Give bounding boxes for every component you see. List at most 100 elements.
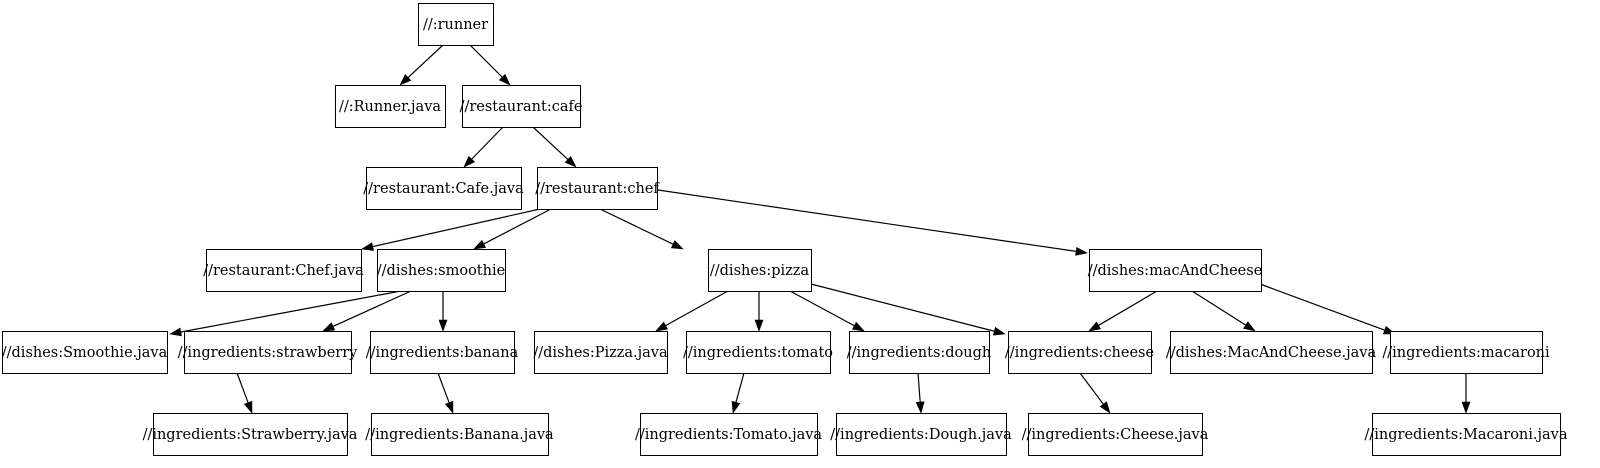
graph-node-macaroni[interactable]: //ingredients:macaroni [1382, 331, 1550, 374]
graph-edge [469, 44, 511, 86]
node-box[interactable] [1028, 413, 1203, 456]
graph-node-tomato[interactable]: //ingredients:tomato [683, 331, 833, 374]
node-label: //ingredients:Tomato.java [635, 427, 822, 443]
graph-edge [1088, 290, 1158, 332]
node-box[interactable] [370, 331, 515, 374]
graph-node-restaurant-chef[interactable]: //restaurant:chef [535, 167, 660, 210]
graph-node-strawberry[interactable]: //ingredients:strawberry [178, 331, 359, 374]
graph-edge [236, 372, 253, 414]
node-box[interactable] [377, 249, 506, 292]
edge-arrowhead-icon [754, 319, 764, 332]
edge-line [1079, 372, 1104, 405]
edge-arrowhead-icon [463, 155, 476, 168]
node-label: //ingredients:Cheese.java [1022, 427, 1209, 443]
node-box[interactable] [206, 249, 362, 292]
node-box[interactable] [708, 249, 812, 292]
node-label: //:Runner.java [339, 99, 441, 115]
graph-node-banana[interactable]: //ingredients:banana [366, 331, 519, 374]
edge-line [236, 372, 249, 403]
node-box[interactable] [462, 85, 581, 128]
node-box[interactable] [366, 167, 522, 210]
graph-node-mac-and-cheese[interactable]: //dishes:macAndCheese [1088, 249, 1263, 292]
node-box[interactable] [371, 413, 549, 456]
node-box[interactable] [2, 331, 168, 374]
edge-arrowhead-icon [1099, 401, 1111, 414]
node-box[interactable] [686, 331, 831, 374]
node-label: //ingredients:cheese [1005, 345, 1154, 361]
edge-arrowhead-icon [1088, 321, 1101, 332]
graph-node-cafe-java[interactable]: //restaurant:Cafe.java [363, 167, 524, 210]
node-box[interactable] [640, 413, 818, 456]
edge-line [532, 126, 569, 160]
graph-edge [1079, 372, 1111, 414]
edge-arrowhead-icon [473, 239, 487, 250]
graph-edge [463, 126, 504, 168]
graph-node-dough[interactable]: //ingredients:dough [847, 331, 992, 374]
node-label: //dishes:macAndCheese [1088, 263, 1263, 279]
edge-arrowhead-icon [670, 240, 684, 250]
node-box[interactable] [335, 85, 446, 128]
edge-line [810, 283, 995, 332]
node-box[interactable] [184, 331, 352, 374]
node-box[interactable] [849, 331, 990, 374]
graph-edge [915, 372, 925, 414]
node-box[interactable] [1390, 331, 1543, 374]
node-box[interactable] [1008, 331, 1152, 374]
nodes-layer: //:runner //:Runner.java //restaurant:cafe… [2, 3, 1568, 456]
graph-node-strawberry-java[interactable]: //ingredients:Strawberry.java [143, 413, 358, 456]
graph-node-tomato-java[interactable]: //ingredients:Tomato.java [635, 413, 822, 456]
node-box[interactable] [1372, 413, 1561, 456]
edge-line [735, 372, 745, 403]
edge-arrowhead-icon [564, 156, 577, 168]
edge-arrowhead-icon [322, 322, 336, 332]
node-label: //dishes:Pizza.java [533, 345, 668, 361]
node-box[interactable] [836, 413, 1007, 456]
graph-edge [754, 291, 764, 332]
graph-node-macaroni-java[interactable]: //ingredients:Macaroni.java [1364, 413, 1568, 456]
graph-node-banana-java[interactable]: //ingredients:Banana.java [365, 413, 554, 456]
node-label: //ingredients:Macaroni.java [1364, 427, 1567, 443]
graph-edge [437, 372, 454, 414]
node-box[interactable] [153, 413, 348, 456]
graph-node-cheese-java[interactable]: //ingredients:Cheese.java [1022, 413, 1209, 456]
node-label: //ingredients:macaroni [1382, 345, 1550, 361]
node-label: //ingredients:Banana.java [365, 427, 554, 443]
edge-line [407, 44, 444, 78]
graph-node-smoothie[interactable]: //dishes:smoothie [377, 249, 506, 292]
node-label: //restaurant:Cafe.java [363, 181, 524, 197]
node-label: //ingredients:tomato [683, 345, 833, 361]
edge-line [1259, 283, 1385, 331]
edge-arrowhead-icon [655, 321, 669, 332]
node-box[interactable] [1170, 331, 1373, 374]
graph-node-dough-java[interactable]: //ingredients:Dough.java [830, 413, 1012, 456]
edge-arrowhead-icon [915, 401, 925, 414]
node-box[interactable] [534, 331, 668, 374]
node-box[interactable] [537, 167, 658, 210]
graph-edge [399, 44, 444, 86]
graph-edge [1259, 283, 1396, 335]
graph-edge [599, 208, 684, 250]
graph-edge [473, 208, 552, 250]
edge-line [469, 44, 503, 78]
graph-node-runner[interactable]: //:runner [418, 3, 494, 46]
graph-edge [657, 189, 1088, 256]
graph-node-restaurant-cafe[interactable]: //restaurant:cafe [460, 85, 583, 128]
graph-edge [655, 290, 729, 332]
edge-arrowhead-icon [243, 400, 253, 414]
graph-node-cheese[interactable]: //ingredients:cheese [1005, 331, 1154, 374]
graph-node-chef-java[interactable]: //restaurant:Chef.java [203, 249, 364, 292]
graph-node-pizza[interactable]: //dishes:pizza [708, 249, 812, 292]
edge-line [789, 290, 855, 327]
edge-arrowhead-icon [444, 400, 454, 414]
graph-node-runner-java[interactable]: //:Runner.java [335, 85, 446, 128]
graph-node-pizza-java[interactable]: //dishes:Pizza.java [533, 331, 668, 374]
node-box[interactable] [418, 3, 494, 46]
edge-arrowhead-icon [1075, 246, 1088, 256]
graph-node-smoothie-java[interactable]: //dishes:Smoothie.java [2, 331, 168, 374]
edge-line [332, 290, 412, 327]
edge-arrowhead-icon [438, 319, 448, 332]
graph-node-mac-cheese-java[interactable]: //dishes:MacAndCheese.java [1166, 331, 1377, 374]
node-box[interactable] [1089, 249, 1262, 292]
edge-line [437, 372, 450, 403]
